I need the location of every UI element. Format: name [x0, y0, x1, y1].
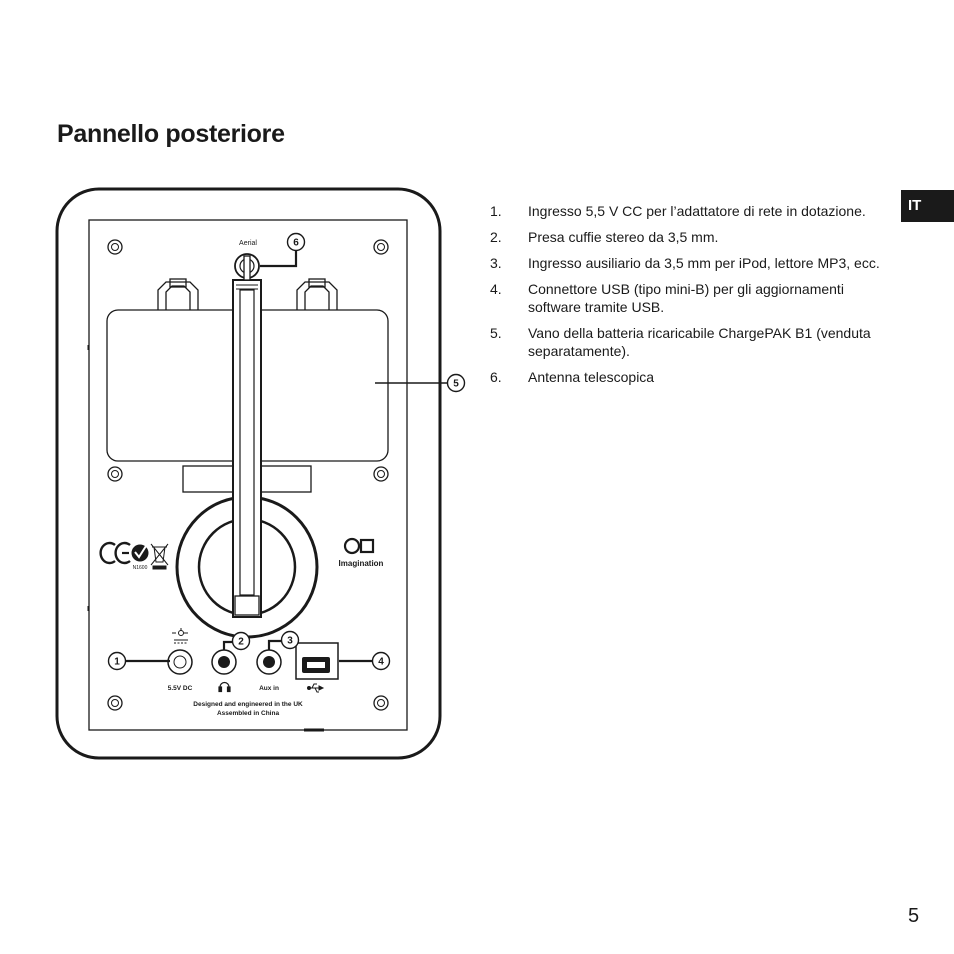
svg-text:4: 4 — [378, 657, 384, 668]
legend-list: 1.Ingresso 5,5 V CC per l’adattatore di … — [490, 202, 890, 394]
svg-text:3: 3 — [287, 636, 293, 647]
svg-text:5: 5 — [453, 379, 459, 390]
legend-item-2: 2.Presa cuffie stereo da 3,5 mm. — [490, 229, 719, 245]
callout-5: 5 — [446, 373, 466, 393]
language-tab: IT — [901, 190, 954, 222]
page-number: 5 — [908, 905, 920, 927]
legend-item-1: 1.Ingresso 5,5 V CC per l’adattatore di … — [490, 203, 866, 219]
legend-item-5: 5.Vano della batteria ricaricabile Charg… — [490, 325, 871, 359]
screw-mid-left — [107, 466, 123, 482]
aux-in-jack — [256, 649, 282, 675]
callout-1: 1 — [107, 651, 127, 671]
cert-code: N1600 — [133, 565, 148, 571]
dc-input-jack — [167, 649, 193, 675]
headphones-icon — [218, 681, 231, 693]
page-title: Pannello posteriore — [57, 120, 285, 148]
legend-item-4: 4.Connettore USB (tipo mini-B) per gli a… — [490, 281, 844, 315]
callout-2: 2 — [231, 631, 251, 651]
screw-mid-right — [373, 466, 389, 482]
telescopic-antenna — [232, 255, 262, 618]
dc-label: 5.5V DC — [168, 685, 193, 692]
callout-3: 3 — [280, 630, 300, 650]
rear-panel-plate — [88, 219, 408, 731]
screw-bottom-right — [373, 695, 389, 711]
c-tick-icon — [131, 544, 149, 562]
callout-4: 4 — [371, 651, 391, 671]
headphone-jack — [211, 649, 237, 675]
brand-name: Imagination — [339, 559, 384, 568]
battery-clip-left — [157, 278, 199, 310]
callout-6: 6 — [286, 232, 306, 252]
legend-item-3: 3.Ingresso ausiliario da 3,5 mm per iPod… — [490, 255, 880, 271]
usb-icon — [307, 683, 325, 693]
svg-text:2: 2 — [238, 637, 244, 648]
aux-label: Aux in — [259, 685, 279, 692]
usb-port — [295, 642, 339, 680]
screw-top-left — [107, 239, 123, 255]
ce-mark-icon — [99, 541, 131, 565]
legend-item-6: 6.Antenna telescopica — [490, 369, 655, 385]
screw-bottom-left — [107, 695, 123, 711]
footer-line-2: Assembled in China — [217, 710, 280, 717]
weee-bin-icon — [150, 543, 169, 570]
imagination-logo: Imagination — [339, 537, 384, 568]
aerial-label: Aerial — [239, 240, 257, 247]
footer-line-1: Designed and engineered in the UK — [193, 701, 303, 708]
screw-top-right — [373, 239, 389, 255]
svg-text:1: 1 — [114, 657, 120, 668]
radio-body-outline — [55, 187, 442, 760]
dc-polarity-icon — [172, 628, 188, 644]
battery-clip-right — [296, 278, 338, 310]
svg-text:6: 6 — [293, 238, 299, 249]
